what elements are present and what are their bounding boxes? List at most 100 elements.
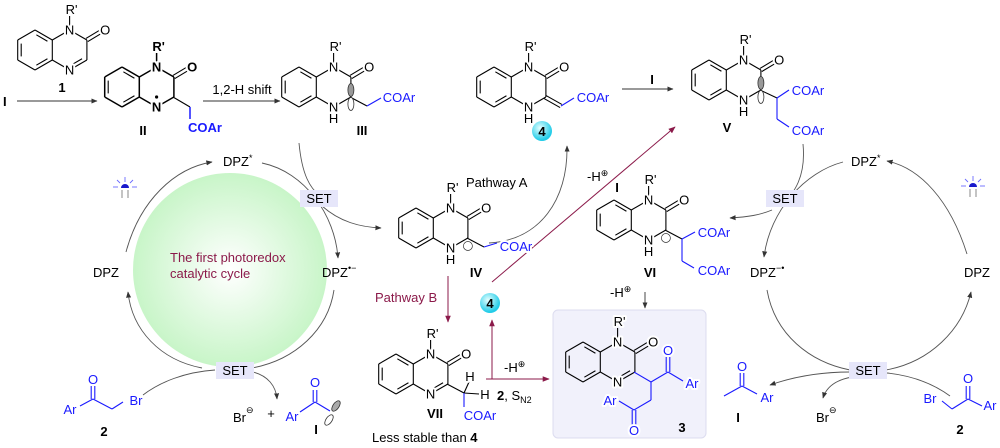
double-bond-inner [417, 212, 429, 220]
compound-4-benzene-bond [476, 66, 495, 78]
arc-dpz-anion-to-set-left [251, 289, 335, 369]
first-photoredox-cycle-disc [133, 173, 327, 367]
molecule-bonds [17, 16, 983, 425]
label-product-3: 3 [678, 420, 685, 435]
double-bond-inner [417, 236, 429, 244]
arrow-III-to-IV [298, 142, 381, 228]
intermediate-V-ring-bond [726, 59, 744, 71]
intermediate-V-r-group: R' [740, 32, 752, 47]
double-bond [87, 33, 102, 43]
VII-h-1: H [465, 369, 474, 384]
double-bond [351, 70, 366, 80]
intermediate-VII-ring-bond [430, 383, 449, 395]
label-intermediate-VI: VI [644, 265, 656, 280]
VII-h-2: H [480, 387, 489, 402]
product-3-ring-bond [617, 341, 636, 353]
compound-1-ring-bond [69, 59, 88, 71]
set-label-right-top: SET [766, 190, 804, 207]
radical-I-o: O [310, 375, 320, 390]
arc-set-to-dpz-right [885, 291, 973, 371]
double-bond [546, 70, 561, 80]
dpz-radical-anion-right: DPZ−• [750, 263, 784, 280]
p-orbital-lobe [347, 97, 355, 111]
double-bond [664, 199, 679, 209]
intermediate-II-benzene-bond [104, 66, 123, 78]
compound-4-benzene-bond [493, 66, 512, 78]
bond [463, 381, 470, 394]
intermediate-VII-benzene-bond [378, 353, 397, 365]
bond [681, 231, 696, 240]
radical-I-aryl: Ar [286, 409, 300, 424]
double-bond-inner [710, 88, 722, 96]
intermediate-VI-benzene-bond [613, 199, 632, 211]
bond [776, 118, 790, 128]
product-box [552, 309, 707, 439]
label-intermediate-IV: IV [470, 265, 483, 280]
label-I-right: I [736, 410, 740, 425]
bond [618, 400, 635, 411]
compound-4-n1-atom: N [524, 60, 533, 75]
intermediate-VI-benzene-bond [596, 229, 615, 241]
I-right-o: O [737, 359, 747, 374]
compound-1-benzene-bond [17, 29, 36, 41]
double-bond [349, 66, 364, 76]
intermediate-VI-n4-atom: N [644, 233, 653, 248]
double-bond-inner [36, 34, 48, 42]
2-left-o: O [88, 372, 98, 387]
4-coar: COAr [577, 90, 610, 105]
badge-compound-4-middle: 4 [480, 293, 500, 313]
bond [941, 400, 953, 410]
svg-text:SET: SET [855, 363, 880, 378]
bond [967, 398, 983, 407]
deprotonation-IV-to-V: -H⊕ [587, 168, 608, 184]
intermediate-IV-ring-bond [433, 237, 451, 249]
intermediate-VII-benzene-bond [395, 383, 414, 395]
double-bond [544, 66, 559, 76]
light-bulb-icon-right [961, 176, 985, 197]
intermediate-V-ring-bond [726, 89, 744, 101]
bond [741, 385, 758, 395]
intermediate-VI-nh-hydrogen: H [644, 244, 653, 259]
double-bond-inner [615, 228, 627, 236]
I-right-aryl: Ar [761, 390, 775, 405]
II-coar: COAr [188, 120, 222, 135]
intermediate-III-benzene-bond [298, 66, 317, 78]
label-reagent-2-right: 2 [956, 422, 963, 437]
set-label-left-top: SET [300, 190, 338, 207]
intermediate-VII-r-group: R' [427, 326, 439, 341]
bond [483, 242, 498, 248]
bond [111, 401, 124, 410]
intermediate-VI-n1-atom: N [644, 193, 653, 208]
intermediate-VII-n4-atom: N [426, 387, 435, 402]
intermediate-II-benzene-bond [104, 96, 123, 108]
p-orbital-lobe [757, 90, 765, 104]
bond [299, 401, 316, 413]
arrow-set-from-2-left [142, 369, 216, 396]
product-3-ring-bond [617, 371, 636, 383]
3-ketone-o-2: O [629, 423, 639, 438]
deprotonation-VI-to-3: -H⊕ [610, 284, 631, 300]
cycle-title-line-1: The first photoredox [170, 250, 286, 265]
plus-sign: + [267, 406, 275, 421]
compound-4-ring-bond [528, 66, 547, 78]
cycle-title-line-2: catalytic cycle [170, 266, 250, 281]
arrow-pathway-a [488, 145, 570, 244]
intermediate-V-n4-atom: N [739, 93, 748, 108]
badge-compound-4-top: 4 [532, 121, 552, 141]
intermediate-VI-benzene-bond [613, 229, 632, 241]
intermediate-III-ring-bond [333, 96, 352, 108]
intermediate-V-carbonyl-o: O [774, 53, 784, 68]
svg-text:4: 4 [538, 124, 546, 139]
double-bond-inner [584, 346, 596, 354]
compound-4-ring-bond [528, 96, 547, 108]
double-bond-inner [584, 370, 596, 378]
double-bond [545, 94, 563, 105]
double-bond [448, 357, 463, 367]
compound-1-ring-bond [52, 59, 70, 71]
bond [723, 385, 743, 397]
label-compound-1: 1 [58, 80, 65, 95]
compound-4-benzene-bond [493, 96, 512, 108]
product-3-benzene-bond [565, 371, 584, 383]
intermediate-III-carbonyl-o: O [364, 60, 374, 75]
double-bond-inner [495, 95, 507, 103]
